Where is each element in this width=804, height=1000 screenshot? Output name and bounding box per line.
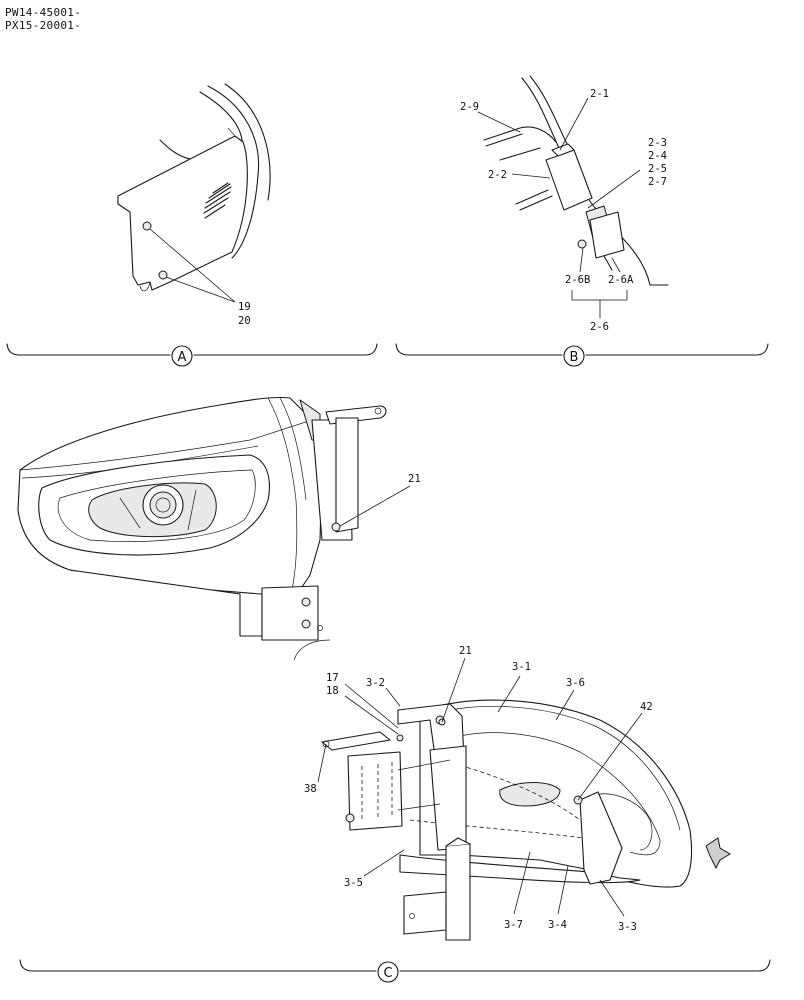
label-c-3-1: 3-1 (512, 661, 531, 673)
label-c-21: 21 (459, 645, 472, 657)
label-b-2-6a: 2-6A (608, 274, 634, 286)
label-b-2-1: 2-1 (590, 88, 609, 100)
label-c-3-3: 3-3 (618, 921, 637, 933)
label-c-3-6: 3-6 (566, 677, 585, 689)
headlamp-assembly-lower (321, 699, 693, 941)
label-c-42: 42 (640, 701, 653, 713)
label-c-3-5: 3-5 (344, 877, 363, 889)
header-serial-line-1: PW14-45001- (5, 6, 82, 19)
section-b-marker: B (570, 350, 579, 365)
label-b-2-6: 2-6 (590, 321, 609, 333)
label-a-19: 19 (238, 301, 251, 313)
label-b-2-6b: 2-6B (565, 274, 590, 286)
header-part-numbers: PW14-45001- PX15-20001- (5, 6, 81, 32)
label-c-38: 38 (304, 783, 317, 795)
section-b-bracket (395, 343, 769, 367)
section-c-marker: C (383, 966, 392, 981)
detail-b-illustration (483, 75, 669, 286)
label-b-2-3: 2-3 (648, 137, 667, 149)
mounting-bolt-icon (142, 221, 168, 280)
front-direction-arrow-icon (705, 837, 731, 870)
section-a-marker: A (178, 350, 187, 365)
detail-a-illustration (117, 83, 271, 303)
headlamp-assembly-upper (17, 396, 387, 661)
label-c-18: 18 (326, 685, 339, 697)
header-serial-line-2: PX15-20001- (5, 19, 82, 32)
label-c-21-upper: 21 (408, 473, 421, 485)
section-c-bracket (19, 959, 771, 983)
label-b-2-2: 2-2 (488, 169, 507, 181)
label-b-2-7: 2-7 (648, 176, 667, 188)
label-b-2-5: 2-5 (648, 163, 667, 175)
speaker-grille-slots (203, 182, 232, 219)
label-c-17: 17 (326, 672, 339, 684)
label-a-20: 20 (238, 315, 251, 327)
label-c-3-4: 3-4 (548, 919, 567, 931)
label-b-2-4: 2-4 (648, 150, 667, 162)
label-c-3-7: 3-7 (504, 919, 523, 931)
label-c-3-2: 3-2 (366, 677, 385, 689)
section-a-bracket (6, 343, 378, 367)
label-b-2-9: 2-9 (460, 101, 479, 113)
